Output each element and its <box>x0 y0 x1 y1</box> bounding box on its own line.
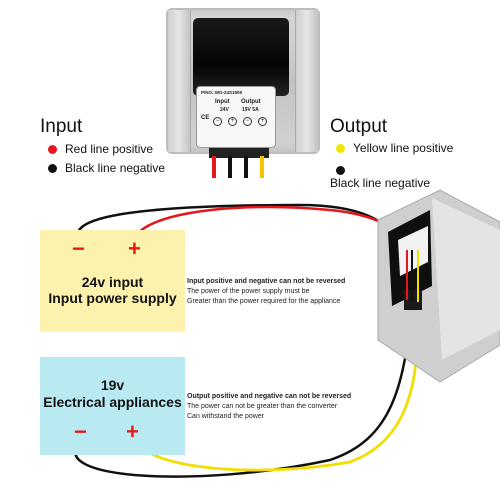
input-legend-title: Input <box>40 116 83 137</box>
output-legend-black-dot-row <box>336 162 353 180</box>
pin-output-positive: + <box>258 117 267 126</box>
wire-output-positive <box>133 299 420 472</box>
input-minus-sign: − <box>72 236 85 261</box>
input-note-line2: Greater than the power required for the … <box>187 298 341 305</box>
ce-mark: CE <box>201 115 210 121</box>
input-legend-item-black: Black line negative <box>48 161 165 175</box>
black-dot-icon <box>48 163 57 173</box>
yellow-dot-icon <box>336 143 345 153</box>
top-converter-wires <box>209 148 269 178</box>
heat-fin-left <box>168 10 191 152</box>
converter-label-plate: P/NO.:WG-24S1909 CE Input 24V Output 19V… <box>196 86 276 148</box>
converter-right-fins <box>432 198 500 360</box>
output-legend-item-black: Black line negative <box>330 176 430 190</box>
input-note-line1: The power of the power supply must be <box>187 288 310 295</box>
input-note: Input positive and negative can not be r… <box>187 277 387 307</box>
black-dot-icon <box>336 166 345 175</box>
output-box-line2: Electrical appliances <box>43 394 182 410</box>
pin-input-negative: − <box>213 117 222 126</box>
output-note-line1: The power can not be greater than the co… <box>187 403 338 410</box>
pin-output-negative: − <box>243 117 252 126</box>
part-number: P/NO.:WG-24S1909 <box>201 90 243 95</box>
output-note-heading: Output positive and negative can not be … <box>187 393 352 400</box>
input-note-heading: Input positive and negative can not be r… <box>187 278 346 285</box>
output-note-line2: Can withstand the power <box>187 413 265 420</box>
output-legend-item-yellow: Yellow line positive <box>336 141 453 155</box>
input-box-line2: Input power supply <box>48 290 177 306</box>
output-legend-black-label: Black line negative <box>330 176 431 190</box>
input-legend-item-red: Red line positive <box>48 142 153 156</box>
label-input-voltage: 24V <box>220 107 229 113</box>
label-output-rating: 19V 5A <box>242 107 259 113</box>
input-legend-black-label: Black line negative <box>65 161 166 175</box>
wire-output-negative <box>73 299 414 478</box>
input-legend-red-label: Red line positive <box>65 142 154 156</box>
pin-input-positive: + <box>228 117 237 126</box>
terminal-pins: − + − + <box>213 117 267 126</box>
label-input-title: Input <box>215 99 230 105</box>
heat-fin-right <box>295 10 318 152</box>
label-output-title: Output <box>241 99 261 105</box>
output-legend-title: Output <box>330 116 388 137</box>
input-plus-sign: + <box>128 236 141 261</box>
output-note: Output positive and negative can not be … <box>187 392 397 422</box>
input-box-line1: 24v input <box>81 274 144 290</box>
output-plus-sign: + <box>126 419 139 444</box>
input-power-box: − + 24v input Input power supply <box>40 230 185 332</box>
red-dot-icon <box>48 144 57 154</box>
output-appliance-box: 19v Electrical appliances − + <box>40 357 185 455</box>
converter-black-body <box>193 18 289 96</box>
wire-collar <box>209 148 269 158</box>
output-box-line1: 19v <box>100 377 125 393</box>
converter-right-image <box>377 189 500 383</box>
output-legend-yellow-label: Yellow line positive <box>353 141 454 155</box>
output-minus-sign: − <box>74 419 87 444</box>
